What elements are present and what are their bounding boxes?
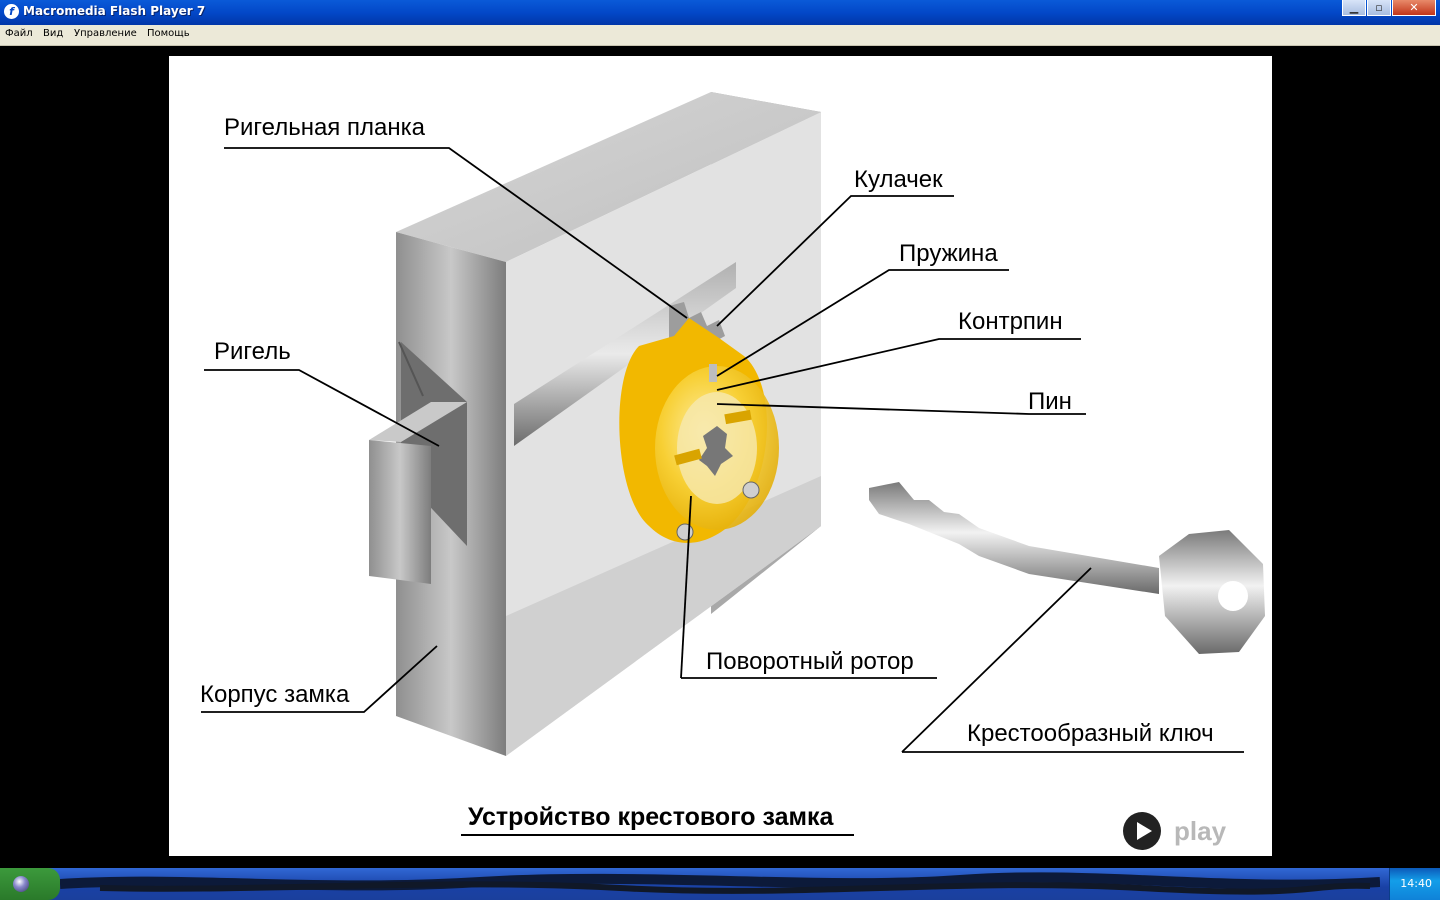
system-tray: 14:40 (1389, 868, 1440, 900)
label-counterpin: Контрпин (958, 308, 1063, 335)
close-button[interactable]: ✕ (1392, 0, 1436, 16)
play-icon (1123, 812, 1161, 850)
window-title: Macromedia Flash Player 7 (23, 4, 206, 18)
taskbar: 14:40 (0, 868, 1440, 900)
menu-file[interactable]: Файл (5, 28, 33, 39)
lock-body-top (396, 92, 821, 262)
taskbar-clock[interactable]: 14:40 (1400, 877, 1432, 890)
menu-help[interactable]: Помощь (147, 28, 190, 39)
menu-control[interactable]: Управление (74, 28, 137, 39)
key-bow (1159, 530, 1265, 654)
maximize-button[interactable]: ▫ (1367, 0, 1391, 16)
play-button[interactable]: play (1123, 812, 1233, 852)
bolt-block-front (369, 440, 431, 584)
label-spring: Пружина (899, 240, 998, 267)
label-cam: Кулачек (854, 166, 943, 193)
window-titlebar[interactable]: f Macromedia Flash Player 7 ▁ ▫ ✕ (0, 0, 1440, 25)
label-key: Крестообразный ключ (967, 720, 1214, 747)
play-label: play (1174, 816, 1227, 846)
label-pin: Пин (1028, 388, 1072, 415)
minimize-button[interactable]: ▁ (1342, 0, 1366, 16)
menu-bar: Файл Вид Управление Помощь (0, 25, 1440, 46)
label-bolt: Ригель (214, 338, 291, 365)
diagram-caption: Устройство крестового замка (468, 803, 834, 831)
lock-body-floor (506, 476, 821, 756)
caption-underline (461, 834, 854, 836)
taskbar-redacted-area (60, 872, 1380, 895)
spring (709, 364, 717, 382)
pin-left (674, 448, 702, 466)
label-rotor: Поворотный ротор (706, 648, 914, 675)
flash-stage: Ригельная планка Кулачек Пружина Контрпи… (169, 56, 1272, 856)
menu-view[interactable]: Вид (43, 28, 64, 39)
bolt-block-top (369, 402, 467, 442)
lock-diagram (201, 92, 1265, 756)
windows-orb-icon (13, 876, 29, 892)
screw-right (742, 481, 760, 499)
label-lock-body: Корпус замка (200, 681, 350, 708)
key-hole (1218, 581, 1248, 611)
key-blade (869, 482, 1159, 594)
flash-player-icon: f (4, 4, 19, 19)
bolt-edge (398, 341, 424, 397)
screw-bottom (676, 523, 694, 541)
pin-top (724, 409, 752, 425)
start-button[interactable] (0, 868, 60, 900)
key-slot (699, 426, 733, 476)
leader-lines (201, 147, 1244, 753)
label-bolt-bar: Ригельная планка (224, 114, 425, 141)
